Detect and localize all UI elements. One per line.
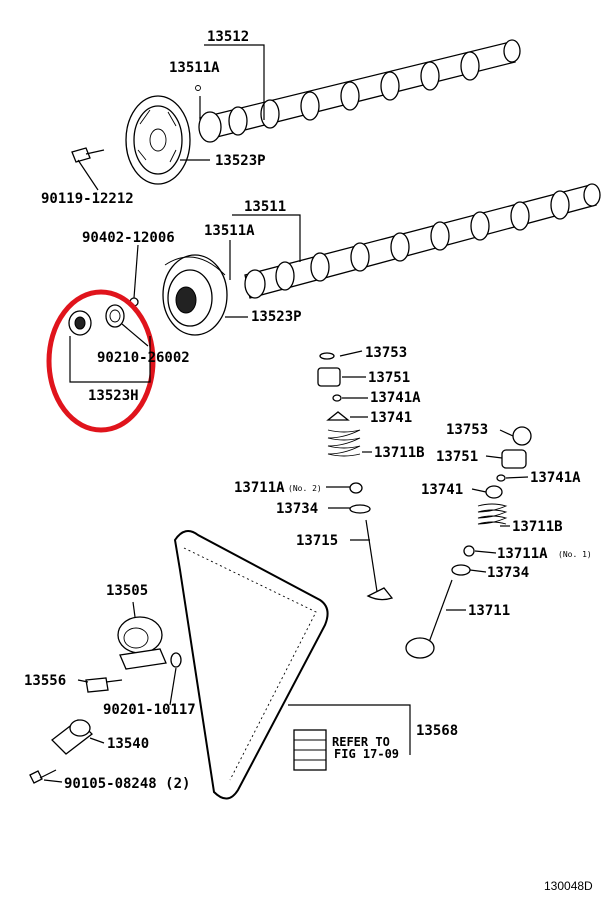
valve-train-right[interactable] <box>405 426 532 659</box>
label-13556: 13556 <box>24 673 66 689</box>
label-13741-right: 13741 <box>421 482 463 498</box>
label-13741A-right: 13741A <box>530 470 581 486</box>
label-13511: 13511 <box>244 199 286 215</box>
refer-to-line2: FIG 17-09 <box>334 747 399 761</box>
label-13715: 13715 <box>296 533 338 549</box>
label-13741-left: 13741 <box>370 410 412 426</box>
oil-seal-90210[interactable] <box>105 304 125 328</box>
label-13711A-right: 13711A <box>497 546 548 562</box>
lower-camshaft-gear[interactable] <box>162 254 228 336</box>
upper-camshaft[interactable] <box>198 39 521 143</box>
lower-camshaft[interactable] <box>244 183 601 299</box>
label-90119-12212: 90119-12212 <box>41 191 134 207</box>
label-13734-right: 13734 <box>487 565 529 581</box>
label-13711A-left: 13711A <box>234 480 285 496</box>
footer-code: 130048D <box>544 879 593 893</box>
label-90210-26002: 90210-26002 <box>97 350 190 366</box>
label-13523H: 13523H <box>88 388 139 404</box>
label-13753-left: 13753 <box>365 345 407 361</box>
label-13505: 13505 <box>106 583 148 599</box>
valve-train-left[interactable] <box>317 352 394 601</box>
label-90105-08248: 90105-08248 (2) <box>64 776 190 792</box>
belt-sample-icon <box>293 729 327 771</box>
label-13512: 13512 <box>207 29 249 45</box>
label-13568: 13568 <box>416 723 458 739</box>
bolt-13556[interactable] <box>85 677 123 693</box>
pin-90201[interactable] <box>170 652 182 668</box>
label-13711B-left: 13711B <box>374 445 425 461</box>
idler-pulley-13505[interactable] <box>117 616 167 670</box>
label-13711B-right: 13711B <box>512 519 563 535</box>
label-13741A-left: 13741A <box>370 390 421 406</box>
label-13511A-mid: 13511A <box>204 223 255 239</box>
upper-camshaft-gear[interactable] <box>125 95 191 185</box>
label-13711A-left-note: (No. 2) <box>288 484 322 493</box>
label-13753-right: 13753 <box>446 422 488 438</box>
key-pin-icon <box>195 85 201 91</box>
refer-to-line1: REFER TO <box>332 735 390 749</box>
label-90402-12006: 90402-12006 <box>82 230 175 246</box>
bolt-90105[interactable] <box>29 769 57 784</box>
label-13711A-right-note: (No. 1) <box>558 550 592 559</box>
timing-belt[interactable] <box>173 530 329 800</box>
label-13523P-top: 13523P <box>215 153 266 169</box>
seal-13523H[interactable] <box>68 310 92 336</box>
label-13734-left: 13734 <box>276 501 318 517</box>
label-13751-right: 13751 <box>436 449 478 465</box>
label-13540: 13540 <box>107 736 149 752</box>
label-90201-10117: 90201-10117 <box>103 702 196 718</box>
tensioner-13540[interactable] <box>51 719 93 755</box>
bolt-90119[interactable] <box>71 147 105 163</box>
label-13711: 13711 <box>468 603 510 619</box>
label-13751-left: 13751 <box>368 370 410 386</box>
label-13523P-mid: 13523P <box>251 309 302 325</box>
highlight-circle <box>46 289 156 433</box>
label-13511A-top: 13511A <box>169 60 220 76</box>
